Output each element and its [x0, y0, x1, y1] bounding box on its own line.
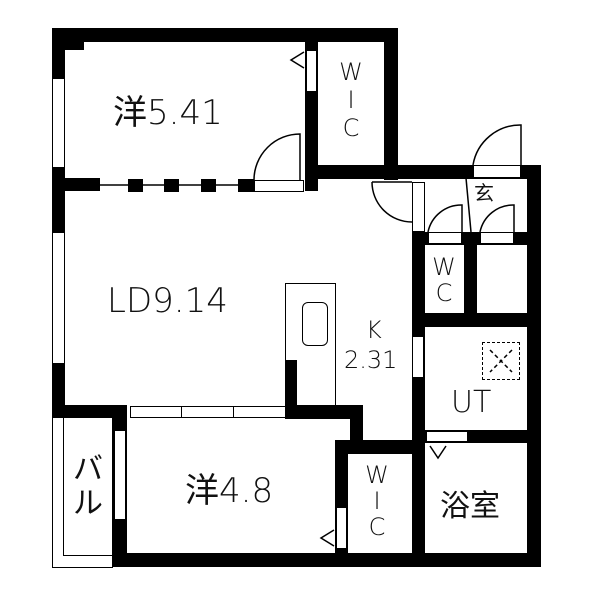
room-label-ut: UT [451, 385, 492, 420]
balcony-inner [63, 418, 113, 556]
door-opening-ut [412, 336, 424, 378]
room-label-wic-top: W I C [332, 60, 370, 140]
room-label-bathroom: 浴室 [440, 489, 500, 524]
wall-kitchen-stub-front [285, 360, 297, 418]
window-room2-left [114, 430, 126, 520]
room-label-wic-bottom: W I C [358, 463, 396, 539]
door-opening-ld-entry [412, 182, 425, 232]
window-room2-top-3 [233, 406, 286, 418]
kitchen-sink-icon [302, 302, 328, 346]
balcony-outline [52, 418, 113, 568]
room-label-entrance: 玄 [474, 181, 494, 205]
door-opening-bath [426, 431, 468, 442]
wall-kitchen-bottom [285, 405, 363, 419]
window-room1-left [52, 78, 65, 168]
wall-ld-bottom [52, 405, 127, 419]
room-label-ld: LD9.14 [107, 281, 228, 321]
wc-c: C [435, 279, 453, 307]
wall-right-inner-col [412, 232, 425, 567]
window-room2-top-2 [181, 406, 234, 418]
wall-right-outer [527, 165, 541, 567]
door-opening-entry-top [473, 165, 521, 178]
wic-top-w: W [339, 58, 363, 86]
wall-wc-right [464, 232, 477, 327]
wic-bottom-c: C [368, 513, 386, 541]
door-opening-room1 [254, 180, 304, 192]
door-opening-storage [480, 232, 514, 244]
wall-wc-bottom [412, 313, 540, 327]
window-ld-left [52, 232, 65, 364]
door-opening-wc [428, 232, 462, 244]
balcony-ru: ル [73, 486, 103, 521]
wic-bottom-w: W [365, 461, 389, 489]
door-opening-wic-top [306, 50, 317, 92]
wc-w: W [432, 253, 456, 281]
wall-wic-bottom-top [335, 440, 413, 454]
room-label-kitchen-k: K [366, 316, 382, 344]
wall-left-corner [52, 28, 84, 50]
wic-top-c: C [342, 114, 360, 142]
wic-bottom-i: I [373, 487, 381, 515]
wall-top-outer [52, 28, 398, 42]
room-label-kitchen-size: 2.31 [344, 346, 398, 374]
wic-top-i: I [347, 86, 355, 114]
room-label-wc: W C [426, 255, 462, 305]
balcony-ba: バ [73, 452, 103, 487]
wall-room1-ld-left [52, 178, 100, 191]
door-opening-wic-bottom [336, 507, 347, 549]
room-label-balcony: バ ル [66, 455, 110, 519]
wall-bottom-outer [112, 553, 541, 567]
wall-wic-top-right [384, 28, 398, 180]
room-label-western-5.41: 洋5.41 [113, 93, 223, 133]
room-label-western-4.8: 洋4.8 [185, 471, 274, 511]
wall-room1-ld-right [305, 165, 318, 191]
ventilation-fan-icon [482, 342, 520, 380]
window-room2-top-1 [130, 406, 182, 418]
wall-kitchen-step [350, 405, 363, 450]
